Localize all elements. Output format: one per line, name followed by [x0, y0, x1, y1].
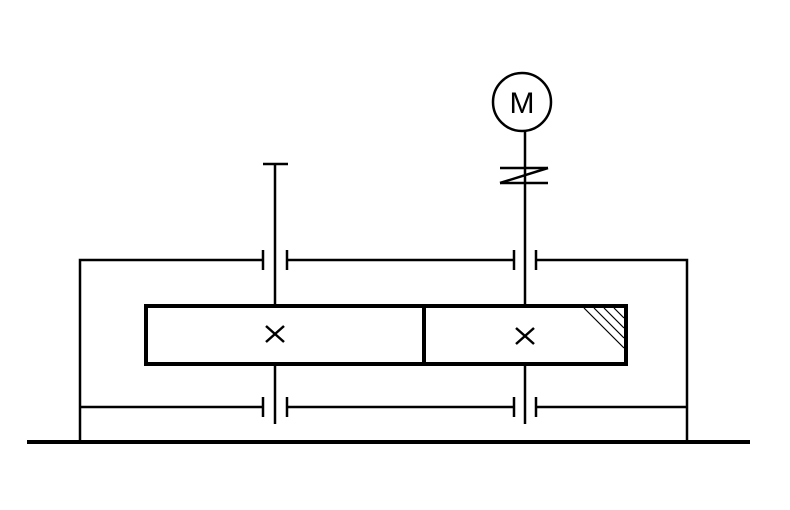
housing-top-left [78, 258, 263, 442]
shafts [263, 130, 527, 424]
right-gear-axis-cross-icon [515, 327, 535, 345]
coupling-icon [499, 166, 549, 185]
motor: M [491, 71, 553, 133]
motor-circle-icon [491, 71, 553, 133]
coupling-diagonal [499, 166, 549, 185]
housing-top-right [536, 258, 689, 442]
motor-label: M [510, 87, 535, 120]
bearings [261, 250, 538, 417]
gear-pair-outline [144, 304, 628, 366]
gear-pair [144, 304, 628, 366]
gear-hatching [583, 307, 625, 349]
left-gear-axis-cross-icon [265, 325, 285, 343]
housing [78, 258, 689, 442]
